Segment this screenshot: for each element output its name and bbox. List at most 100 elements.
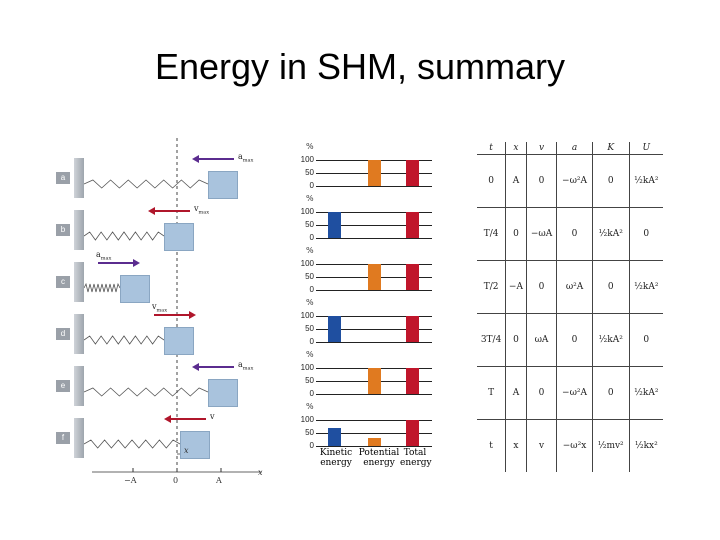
table-cell: A (505, 154, 527, 208)
spring (83, 231, 165, 241)
axis-zero: 0 (173, 476, 179, 485)
grid-line (316, 329, 432, 330)
total-energy-bar (406, 316, 419, 342)
vector-subscript: max (198, 209, 210, 216)
legend-potential-line1: Potential (358, 448, 400, 458)
axis-neg-A: −A (124, 476, 137, 485)
vector-label: vmax (194, 204, 209, 216)
spring (83, 335, 165, 345)
acceleration-arrow (192, 363, 234, 371)
column-header: a (556, 142, 593, 155)
total-energy-bar (406, 264, 419, 290)
kinetic-energy-bar (328, 316, 341, 342)
legend-potential-line2: energy (363, 458, 395, 468)
table-cell: ½kA² (628, 260, 663, 314)
vector-subscript: max (100, 255, 112, 262)
row-tag-a: a (56, 172, 70, 184)
table-cell: −A (505, 260, 527, 314)
y-tick-label: 0 (309, 181, 314, 190)
table-cell: 0 (591, 260, 630, 314)
y-tick-label: 50 (305, 220, 314, 229)
table-cell: 0 (525, 366, 557, 420)
mass-block (164, 327, 194, 355)
percent-label: % (306, 246, 314, 255)
percent-label: % (306, 298, 314, 307)
table-cell: v (525, 419, 557, 472)
percent-label: % (306, 402, 314, 411)
acceleration-arrow (98, 259, 140, 267)
y-tick-label: 50 (305, 376, 314, 385)
wall (74, 418, 84, 458)
grid-line (316, 316, 432, 317)
potential-energy-bar (368, 160, 381, 186)
row-tag-d: d (56, 328, 70, 340)
table-cell: A (505, 366, 527, 420)
y-tick-label: 100 (300, 155, 314, 164)
table-cell: T (477, 366, 506, 420)
y-tick-label: 100 (300, 311, 314, 320)
grid-line (316, 225, 432, 226)
spring (83, 179, 209, 189)
grid-line (316, 238, 432, 239)
vector-symbol: a (238, 152, 243, 161)
percent-label: % (306, 142, 314, 151)
legend-total: Total energy (400, 448, 432, 468)
vector-symbol: v (152, 302, 157, 311)
velocity-arrow (164, 415, 206, 423)
legend-kinetic: Kinetic energy (314, 448, 358, 468)
velocity-arrow (154, 311, 196, 319)
row-tag-c: c (56, 276, 70, 288)
total-energy-bar (406, 420, 419, 446)
table-cell: T/2 (477, 260, 506, 314)
table-cell: ½kA² (628, 154, 663, 208)
table-cell: ½kA² (591, 313, 630, 367)
table-cell: 0 (628, 207, 663, 261)
total-energy-bar (406, 212, 419, 238)
vector-label: vmax (152, 302, 167, 314)
table-cell: −ωA (525, 207, 557, 261)
y-tick-label: 0 (309, 285, 314, 294)
potential-energy-bar (368, 264, 381, 290)
axis-x-label: x (258, 468, 263, 477)
grid-line (316, 420, 432, 421)
column-header: v (525, 142, 557, 155)
mass-block (164, 223, 194, 251)
column-header: t (489, 143, 493, 153)
grid-line (316, 446, 432, 447)
table-cell: 0 (556, 313, 593, 367)
potential-energy-bar (368, 368, 381, 394)
axis-A: A (216, 476, 222, 485)
column-header: x (505, 142, 527, 155)
grid-line (316, 433, 432, 434)
y-tick-label: 50 (305, 324, 314, 333)
table-cell: ω²A (556, 260, 593, 314)
row-tag-f: f (56, 432, 70, 444)
table-cell: ½kA² (591, 207, 630, 261)
table-cell: 0 (477, 154, 506, 208)
vector-symbol: a (238, 360, 243, 369)
y-tick-label: 100 (300, 363, 314, 372)
displacement-x-label: x (184, 446, 189, 455)
mass-block (120, 275, 150, 303)
total-energy-bar (406, 160, 419, 186)
grid-line (316, 186, 432, 187)
vector-symbol: a (96, 250, 101, 259)
table-cell: ½mv² (591, 419, 630, 472)
y-tick-label: 100 (300, 259, 314, 268)
spring (83, 387, 209, 397)
table-cell: x (505, 419, 527, 472)
vector-subscript: max (156, 307, 168, 314)
vector-label: amax (238, 360, 253, 372)
legend-kinetic-line1: Kinetic (319, 448, 353, 458)
y-tick-label: 0 (309, 441, 314, 450)
wall (74, 366, 84, 406)
